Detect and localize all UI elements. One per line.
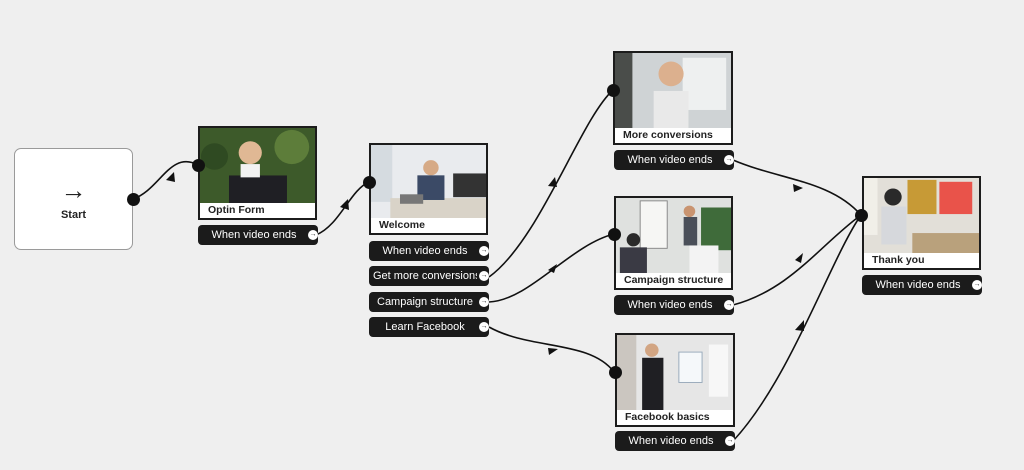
node-welcome[interactable]: Welcome (369, 143, 488, 235)
video-thumbnail (200, 128, 315, 203)
arrowhead (793, 184, 803, 192)
arrowhead (548, 177, 557, 187)
output-port-icon[interactable]: → (972, 280, 982, 290)
node-facebook-basics[interactable]: Facebook basics (615, 333, 735, 427)
node-campaign-structure[interactable]: Campaign structure (614, 196, 733, 290)
node-title: Campaign structure (616, 273, 731, 288)
node-thank-you[interactable]: Thank you (862, 176, 981, 270)
node-more-conversions[interactable]: More conversions (613, 51, 733, 145)
input-port[interactable] (363, 176, 376, 189)
when-video-ends-button[interactable]: When video ends→ (198, 225, 318, 245)
when-video-ends-button[interactable]: When video ends→ (614, 150, 734, 170)
when-video-ends-button[interactable]: When video ends→ (614, 295, 734, 315)
node-title: Welcome (371, 218, 486, 233)
arrowhead (795, 320, 804, 331)
output-port-icon[interactable]: → (479, 297, 489, 307)
get-more-conversions-button[interactable]: Get more conversions→ (369, 266, 489, 286)
edge-learnfb-facebook (488, 326, 615, 373)
edge-optin-welcome (315, 181, 370, 236)
video-thumbnail (616, 198, 731, 273)
output-port-icon[interactable]: → (724, 300, 734, 310)
arrow-right-icon: → (60, 175, 87, 205)
node-title: Thank you (864, 253, 979, 268)
output-port-icon[interactable]: → (479, 322, 489, 332)
edge-more-thanks (732, 159, 862, 216)
node-title: More conversions (615, 128, 731, 143)
output-port-icon[interactable]: → (479, 246, 489, 256)
arrowhead (548, 348, 558, 355)
arrowhead (795, 253, 803, 263)
arrowhead (166, 172, 175, 182)
input-port[interactable] (855, 209, 868, 222)
edge-campaign-thanks (732, 214, 862, 306)
arrowhead (548, 264, 557, 273)
when-video-ends-button[interactable]: When video ends→ (615, 431, 735, 451)
video-thumbnail (864, 178, 979, 253)
when-video-ends-button[interactable]: When video ends→ (369, 241, 489, 261)
input-port[interactable] (608, 228, 621, 241)
video-thumbnail (615, 53, 731, 128)
output-port-icon[interactable]: → (725, 436, 735, 446)
output-port-icon[interactable]: → (724, 155, 734, 165)
start-label: Start (60, 209, 87, 221)
learn-facebook-button[interactable]: Learn Facebook→ (369, 317, 489, 337)
node-title: Optin Form (200, 203, 315, 218)
start-node[interactable]: → Start (14, 148, 133, 250)
input-port[interactable] (192, 159, 205, 172)
edge-facebook-thanks (732, 214, 862, 442)
edge-campaign-campaign (488, 233, 615, 303)
input-port[interactable] (607, 84, 620, 97)
node-title: Facebook basics (617, 410, 733, 425)
video-thumbnail (371, 145, 486, 218)
node-optin-form[interactable]: Optin Form (198, 126, 317, 220)
when-video-ends-button[interactable]: When video ends→ (862, 275, 982, 295)
output-port-icon[interactable]: → (479, 271, 489, 281)
video-thumbnail (617, 335, 733, 410)
output-port-icon[interactable]: → (308, 230, 318, 240)
edge-getmore-more (488, 89, 614, 278)
input-port[interactable] (609, 366, 622, 379)
start-output-port[interactable] (127, 193, 140, 206)
campaign-structure-button[interactable]: Campaign structure→ (369, 292, 489, 312)
edge-start-optin (132, 160, 199, 200)
arrowhead (340, 199, 349, 210)
